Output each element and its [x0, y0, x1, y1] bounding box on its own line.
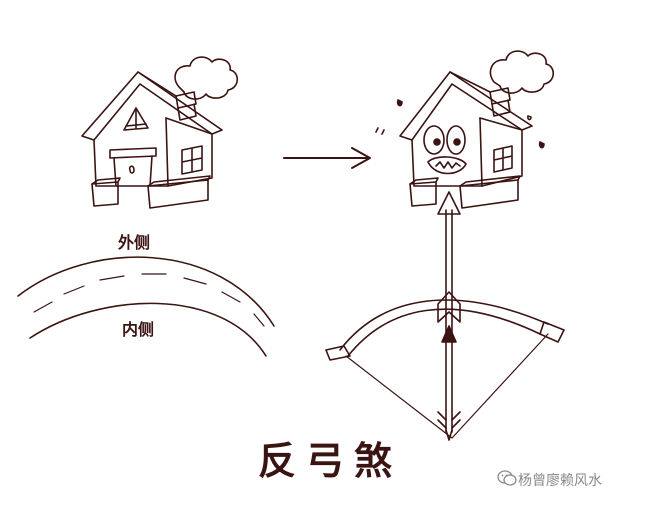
outer-side-label: 外侧 — [118, 233, 151, 252]
wechat-icon — [497, 470, 517, 486]
curved-road — [17, 256, 275, 357]
diagram-title: 反弓煞 — [258, 439, 403, 483]
house-left — [81, 56, 239, 209]
watermark-text: 杨曾廖赖风水 — [518, 473, 602, 489]
house-right-scared — [375, 50, 555, 209]
bow-and-arrow — [325, 191, 565, 441]
right-arrow — [283, 147, 371, 169]
inner-side-label: 内侧 — [122, 320, 155, 339]
